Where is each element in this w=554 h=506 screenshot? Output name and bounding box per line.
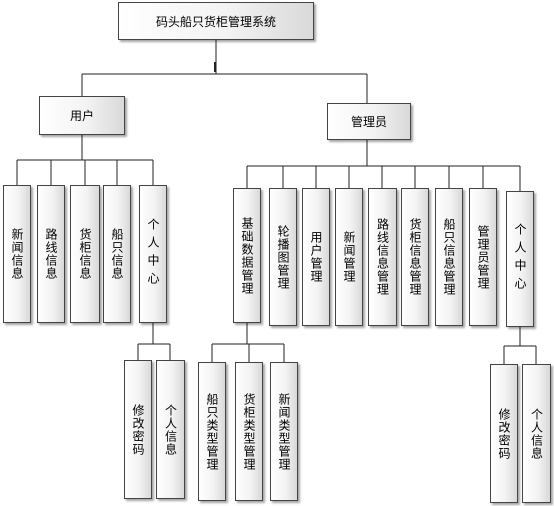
node-user-profile: 个人信息 xyxy=(156,360,185,499)
node-admin-news-type: 新闻类型管理 xyxy=(270,362,298,501)
node-user-personal: 个人中心 xyxy=(139,185,167,323)
node-user-ship-label: 船只信息 xyxy=(110,228,124,280)
node-admin-ship-type: 船只类型管理 xyxy=(198,362,226,501)
node-admin-route: 路线信息管理 xyxy=(368,188,397,326)
node-admin-basic-label: 基础数据管理 xyxy=(240,216,254,295)
node-admin-container-type: 货柜类型管理 xyxy=(235,362,263,501)
node-user-personal-label: 个人中心 xyxy=(146,218,160,290)
node-user-container-label: 货柜信息 xyxy=(78,228,92,280)
node-admin-personal: 个人中心 xyxy=(506,191,534,327)
node-admin-carousel: 轮播图管理 xyxy=(269,188,297,326)
node-admin-container-label: 货柜信息管理 xyxy=(408,218,422,296)
node-admin-change-password: 修改密码 xyxy=(490,364,518,503)
node-user-route: 路线信息 xyxy=(37,185,65,323)
node-admin-basic: 基础数据管理 xyxy=(233,188,261,323)
node-user-route-label: 路线信息 xyxy=(44,228,58,280)
node-admin-container: 货柜信息管理 xyxy=(401,188,429,326)
node-admin-ship-type-label: 船只类型管理 xyxy=(205,392,219,471)
node-admin: 管理员 xyxy=(327,103,411,140)
node-user-container: 货柜信息 xyxy=(70,185,100,323)
node-admin-route-label: 路线信息管理 xyxy=(375,218,390,296)
node-admin-profile-label: 个人信息 xyxy=(529,407,544,460)
root-node: 码头船只货柜管理系统 xyxy=(118,2,314,40)
node-user-change-password: 修改密码 xyxy=(124,360,152,499)
node-admin-personal-label: 个人中心 xyxy=(513,223,527,295)
node-admin-news-label: 新闻管理 xyxy=(342,231,356,283)
node-admin-change-password-label: 修改密码 xyxy=(497,407,511,460)
node-user-news: 新闻信息 xyxy=(3,185,31,323)
node-admin-admins: 管理员管理 xyxy=(469,188,497,326)
node-admin-ship: 船只信息管理 xyxy=(435,188,463,326)
node-admin-user-label: 用户管理 xyxy=(309,231,323,283)
node-admin-label: 管理员 xyxy=(350,115,387,129)
node-admin-news-type-label: 新闻类型管理 xyxy=(277,392,291,471)
root-label: 码头船只货柜管理系统 xyxy=(155,14,276,29)
node-admin-profile: 个人信息 xyxy=(522,364,551,503)
node-user: 用户 xyxy=(39,96,125,135)
node-user-profile-label: 个人信息 xyxy=(163,403,178,456)
node-user-change-password-label: 修改密码 xyxy=(131,403,145,456)
node-admin-news: 新闻管理 xyxy=(335,188,363,326)
node-admin-container-type-label: 货柜类型管理 xyxy=(242,392,256,471)
node-user-news-label: 新闻信息 xyxy=(10,228,24,280)
node-user-label: 用户 xyxy=(69,109,94,123)
node-user-ship: 船只信息 xyxy=(103,185,131,323)
node-admin-ship-label: 船只信息管理 xyxy=(442,218,456,296)
node-admin-carousel-label: 轮播图管理 xyxy=(276,224,290,290)
node-admin-admins-label: 管理员管理 xyxy=(476,224,490,290)
node-admin-user: 用户管理 xyxy=(302,188,330,326)
